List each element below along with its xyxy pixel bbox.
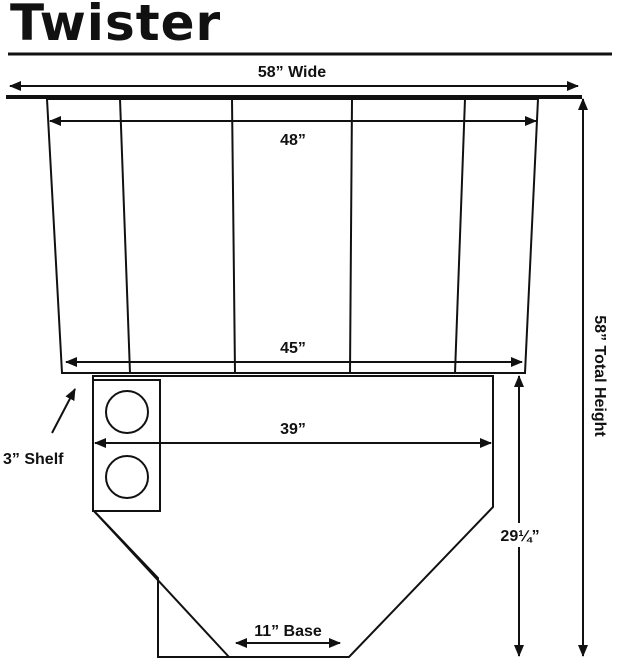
- shelf-pointer-arrow: [51, 388, 76, 434]
- tub-bottom-label: 45”: [280, 340, 306, 357]
- shelf-label: 3” Shelf: [3, 451, 64, 468]
- tub-panel-line: [119, 98, 131, 374]
- cup-holder: [105, 390, 149, 434]
- base-height-label: 29¼”: [500, 528, 539, 545]
- diagram-title: Twister: [10, 0, 222, 52]
- top-width-label: 58” Wide: [258, 64, 326, 81]
- tub-top-label: 48”: [280, 132, 306, 149]
- tub-outline: [45, 98, 540, 374]
- shelf-width-label: 39”: [280, 421, 306, 438]
- base-label: 11” Base: [254, 623, 322, 640]
- tub-panel-line: [349, 98, 353, 374]
- base-diagonal: [92, 509, 230, 658]
- total-height-label: 58” Total Height: [591, 315, 608, 437]
- cup-holder: [105, 455, 149, 499]
- tub-panel-line: [454, 98, 466, 374]
- tub-panel-line: [231, 98, 236, 374]
